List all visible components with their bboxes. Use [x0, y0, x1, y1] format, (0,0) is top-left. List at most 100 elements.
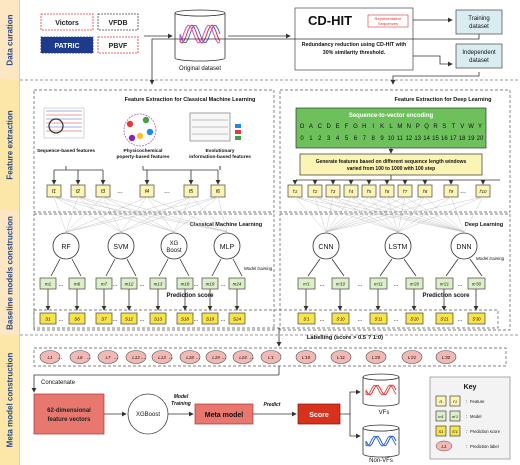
label-ellipse — [401, 350, 423, 364]
feature-model-link — [120, 196, 219, 233]
feature-model-link — [53, 196, 228, 233]
feature-model-link — [53, 196, 67, 233]
label-ellipse — [365, 350, 387, 364]
ellipsis: ... — [457, 282, 462, 288]
training-dataset-label: Training — [468, 16, 489, 22]
key-swatch-label: m'1 — [452, 414, 458, 419]
label-ellipse — [97, 350, 119, 364]
deep-model-box — [467, 277, 486, 290]
label-text: L13 — [158, 355, 166, 360]
s2v-letter: F — [345, 124, 349, 130]
deep-feature-model-link — [424, 196, 465, 233]
score-box — [228, 312, 246, 325]
training-dataset-box — [455, 9, 503, 35]
classical-model-node — [160, 232, 188, 260]
label-text: L18 — [186, 355, 194, 360]
matrix-bar-icon — [235, 124, 241, 128]
feature-box-label: f4 — [145, 189, 149, 195]
key-swatch — [435, 440, 453, 452]
s2v-number: 18 — [459, 136, 466, 142]
score-box — [297, 312, 316, 325]
s2v-box — [295, 107, 487, 149]
score-box-label: S19 — [206, 317, 215, 322]
score-box — [201, 312, 219, 325]
vfs-cylinder-body — [362, 376, 400, 407]
concatenate-label: Concatenate — [41, 380, 76, 386]
s2v-number: 8 — [372, 136, 376, 142]
model-branch — [331, 258, 345, 277]
label-text: L19 — [212, 355, 220, 360]
feature-box-label: f6 — [216, 189, 220, 195]
s2v-letter: L — [389, 124, 393, 130]
cdhit-badge — [367, 14, 409, 28]
ellipsis: ... — [141, 355, 145, 361]
model-branch — [50, 258, 61, 277]
feature-model-link — [77, 196, 228, 233]
score-box — [405, 312, 424, 325]
deep-feature-model-link — [397, 196, 452, 233]
key-colon: : — [466, 429, 467, 435]
ellipsis: ... — [319, 282, 324, 288]
feature-group-label: Evolutionary — [205, 148, 234, 154]
s2v-letter: C — [318, 124, 323, 130]
s2v-number: 0 — [300, 136, 304, 142]
deep-feature-model-link — [325, 196, 484, 233]
ellipsis: ... — [112, 317, 117, 323]
window-line: varied from 100 to 1000 with 100 step — [347, 166, 435, 172]
classical-model-label: SVM — [113, 244, 128, 251]
vfs-cylinder — [362, 373, 400, 407]
s2v-letter: E — [336, 124, 340, 130]
ellipsis: ... — [196, 355, 200, 361]
deep-model-node — [312, 232, 340, 260]
deep-feature-model-link — [294, 196, 399, 233]
key-swatch-label: L1 — [441, 444, 447, 449]
feature-model-link — [217, 196, 228, 233]
label-text: L6 — [77, 355, 83, 360]
score-box-label: S18 — [181, 317, 190, 322]
label-ellipse — [151, 350, 173, 364]
label-ellipse — [295, 350, 317, 364]
window-line: Generate features based on different seq… — [316, 159, 467, 165]
s2v-number: 12 — [405, 136, 412, 142]
s2v-letter: R — [433, 124, 438, 130]
source-box — [97, 13, 139, 31]
s2v-number: 6 — [354, 136, 358, 142]
s2v-letter: V — [460, 124, 464, 130]
deep-feature-model-link — [325, 196, 426, 233]
score-box-label: S1 — [45, 317, 51, 322]
model-branch — [126, 258, 137, 277]
source-label: PATRIC — [54, 43, 79, 50]
predict-label: Predict — [264, 402, 281, 408]
ellipsis: ... — [220, 317, 225, 323]
score-box-label: S13 — [154, 317, 163, 322]
labelling-text: Labelling (score > 0.5 ? 1:0) — [307, 335, 383, 341]
ellipsis: ... — [393, 282, 398, 288]
model-box-label: m18 — [181, 282, 190, 287]
arrow-concat — [31, 374, 279, 393]
deep-feature-model-link — [332, 196, 399, 233]
score-box-label: S7 — [101, 317, 107, 322]
stage-meta-model: Meta model construction — [0, 335, 20, 465]
model-box-label: m7 — [101, 282, 108, 287]
deep-feature-model-link — [368, 196, 399, 233]
label-ellipse — [69, 350, 91, 364]
classical-ml-panel — [33, 213, 275, 331]
feature-model-link — [65, 196, 219, 233]
score-box-label: S'1 — [304, 317, 310, 322]
ellipsis: ... — [58, 282, 63, 288]
key-swatch-label: f1 — [439, 399, 442, 404]
key-swatch-label: S1 — [439, 429, 444, 434]
stage-feature-extraction: Feature extraction — [0, 80, 20, 210]
feature-group-label: Physicochemical — [124, 148, 163, 154]
s2v-number: 20 — [477, 136, 484, 142]
label-ellipse — [232, 350, 254, 364]
ellipsis: ... — [220, 282, 225, 288]
classical-model-label: Boost — [166, 248, 182, 254]
model-branch — [211, 258, 222, 277]
s2v-number: 10 — [388, 136, 395, 142]
deep-ml-panel — [279, 213, 511, 331]
feature-model-link — [173, 196, 192, 233]
ellipsis: ... — [319, 317, 324, 323]
deep-ml-title: Deep Learning — [465, 222, 503, 228]
